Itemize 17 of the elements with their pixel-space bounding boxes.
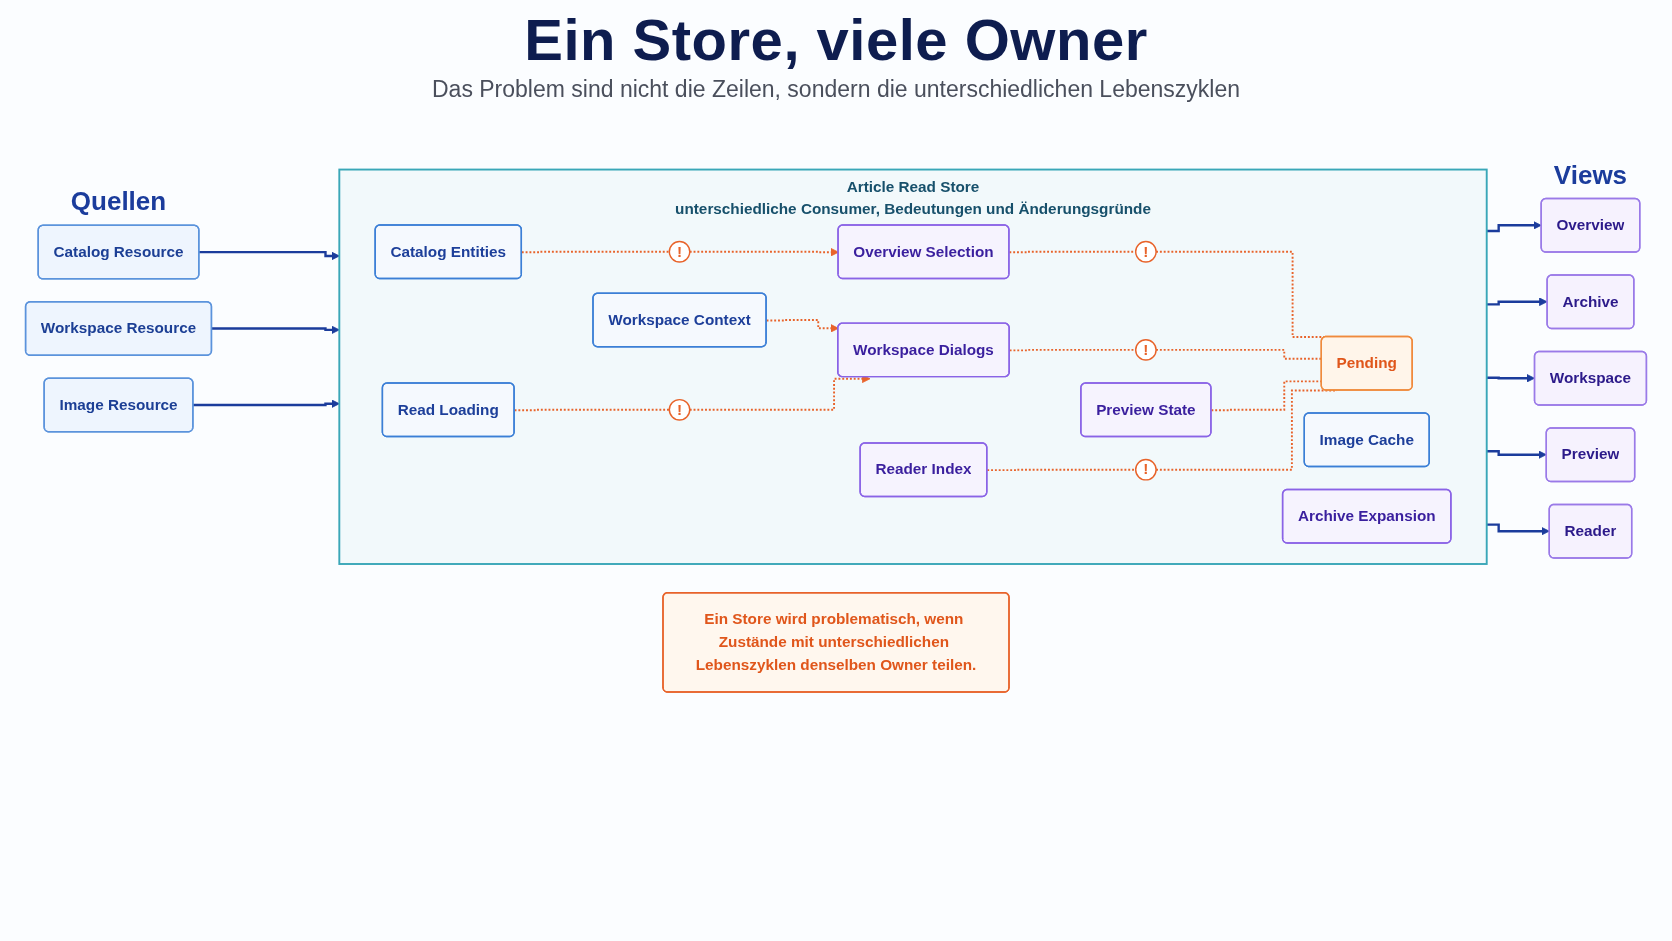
arrow [1486, 523, 1550, 536]
node-circle: ! [1134, 240, 1157, 263]
arrow [192, 399, 340, 408]
arrow [1486, 221, 1542, 233]
node-circle: ! [668, 398, 691, 421]
arrow [1486, 374, 1535, 383]
arrow [198, 250, 340, 261]
node-circle: ! [668, 240, 691, 263]
column-heading: Quellen [70, 186, 167, 218]
arrow [1486, 297, 1548, 306]
arrow [211, 325, 340, 335]
node-circle: ! [1134, 339, 1157, 361]
column-heading: Views [1553, 159, 1628, 191]
arrow [1486, 450, 1547, 459]
title: Ein Store, viele Owner [524, 8, 1148, 72]
subtitle: Das Problem sind nicht die Zeilen, sondern die unterschiedlichen Lebenszyklen [432, 75, 1240, 103]
node-circle: ! [1134, 458, 1157, 481]
